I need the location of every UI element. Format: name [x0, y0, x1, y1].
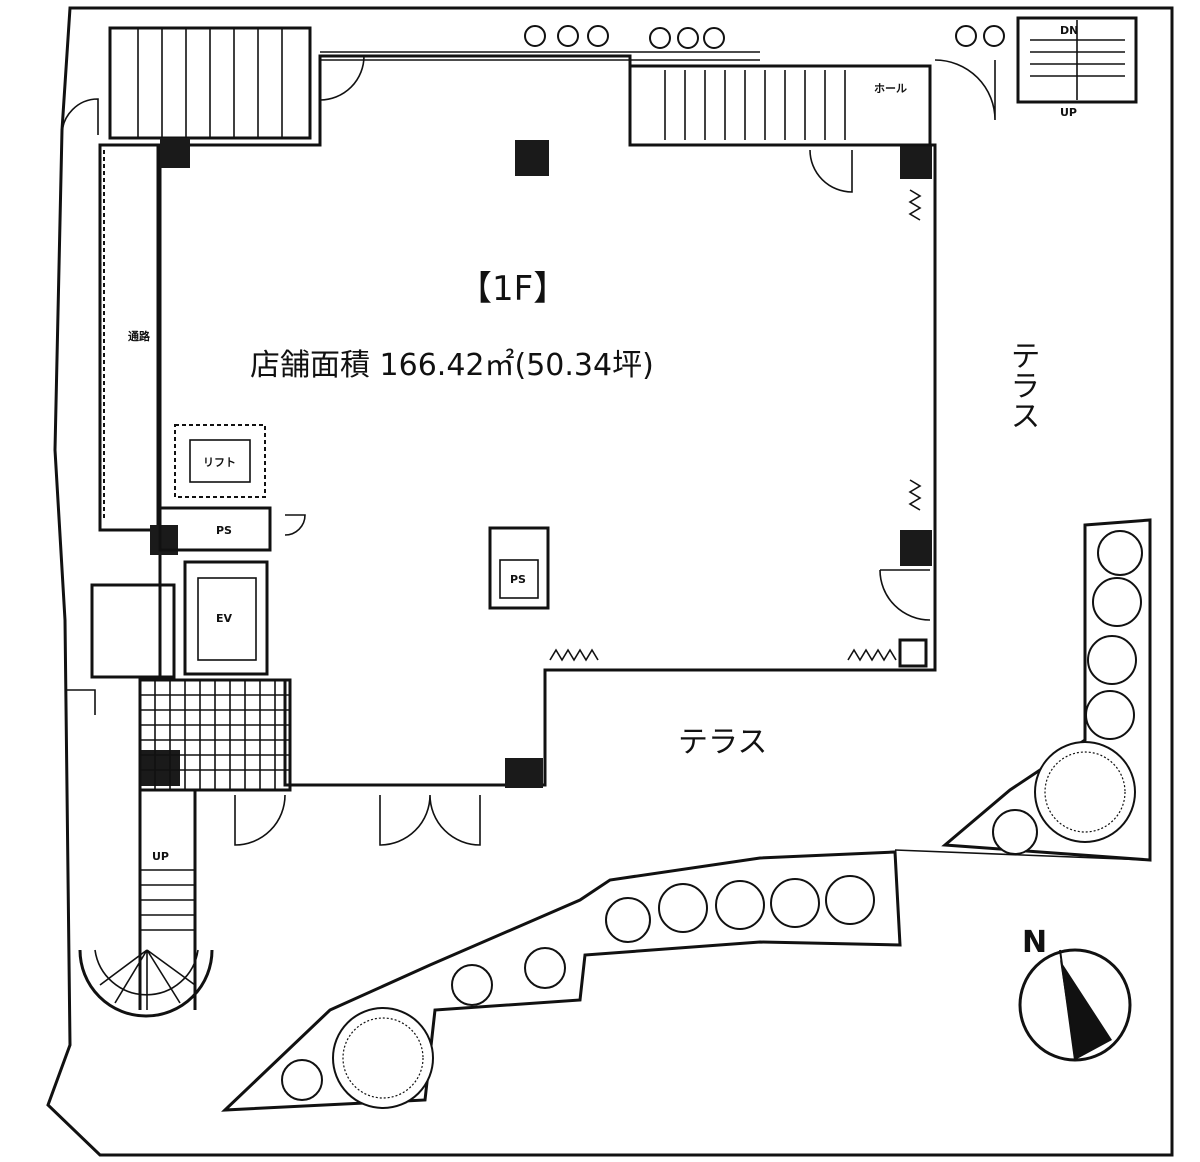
tiled-room	[138, 678, 292, 792]
top-garden-strip	[320, 51, 760, 61]
top-left-stripes	[108, 26, 312, 140]
lift-label: リフト	[203, 456, 236, 469]
site-boundary	[46, 6, 1174, 1157]
ps-upper-box	[158, 506, 272, 552]
corridor-label: 通路	[128, 329, 151, 343]
north-label: N	[1022, 925, 1047, 960]
area-label: 店舗面積 166.42㎡(50.34坪)	[250, 348, 654, 383]
west-corridor	[98, 143, 160, 532]
top-planter-trees	[524, 25, 1005, 49]
small-square	[898, 638, 928, 668]
stair-dn-up-label: UP	[1060, 106, 1077, 119]
glazing-zigzag	[549, 189, 922, 662]
top-stair	[628, 64, 932, 147]
stair-dn-label: DN	[1060, 24, 1078, 37]
ps-center-box	[488, 526, 550, 610]
lift-shaft	[174, 424, 266, 498]
door-swings	[61, 55, 996, 846]
left-small-room	[90, 583, 176, 679]
top-right-stair	[1016, 16, 1138, 104]
ev-label: EV	[216, 612, 233, 625]
stair-up-label: UP	[152, 850, 169, 863]
hall-label: ホール	[874, 82, 907, 95]
structural-columns	[140, 138, 932, 788]
east-garden-bed	[941, 518, 1152, 862]
terrace-east-label: テラス	[1005, 340, 1040, 430]
south-garden-bed	[221, 850, 902, 1112]
terrace-south-label: テラス	[678, 725, 767, 760]
floor-label: 【1F】	[458, 269, 567, 309]
garden-trees	[281, 530, 1143, 1109]
north-compass	[1018, 948, 1132, 1062]
bottom-left-stair	[78, 790, 214, 1018]
ps-upper-label: PS	[216, 524, 232, 537]
ev-shaft	[183, 560, 269, 676]
ps-center-label: PS	[510, 573, 526, 586]
